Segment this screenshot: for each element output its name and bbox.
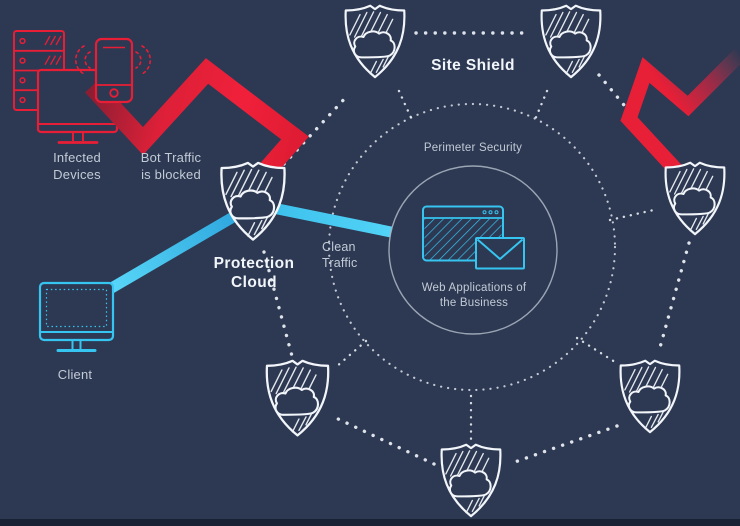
attack-arrow-right: [620, 47, 740, 177]
link-bottomcenter-bottomleft: [334, 416, 436, 466]
bottom-edge-bar: [0, 519, 740, 526]
perimeter-security-label: Perimeter Security: [423, 142, 523, 154]
bot-traffic-label: Bot Traffic is blocked: [141, 149, 201, 183]
link-right-bottomright: [657, 241, 691, 353]
web-applications-line1: Web Applications of: [421, 282, 527, 294]
radial-right: [608, 207, 660, 222]
protection-cloud-line2: Cloud: [231, 274, 277, 291]
envelope-icon: [475, 237, 525, 270]
radial-bottomleft: [334, 339, 368, 369]
link-protection-topleft: [282, 93, 350, 166]
clean-traffic-line1: Clean: [322, 240, 356, 254]
link-topright-right: [597, 73, 670, 160]
client-monitor-icon: [38, 281, 115, 352]
server-vent-lines: [44, 35, 62, 66]
shield-bottom-left: [265, 359, 330, 437]
bot-traffic-arrow: [85, 58, 309, 178]
bot-traffic-line2: is blocked: [141, 167, 201, 182]
perimeter-dotted-circle: [327, 102, 617, 392]
inner-circle: [388, 165, 558, 335]
infected-devices-line1: Infected: [53, 150, 101, 165]
protection-cloud-line1: Protection: [213, 255, 295, 272]
bot-traffic-line1: Bot Traffic: [140, 150, 202, 165]
shield-top-left: [344, 4, 406, 79]
protection-cloud-label: Protection Cloud: [214, 254, 295, 292]
shield-top-right: [540, 4, 602, 79]
radial-topright: [532, 89, 549, 124]
site-shield-title: Site Shield: [431, 57, 515, 74]
clean-traffic-band-client: [100, 208, 243, 298]
radial-topleft: [397, 89, 415, 124]
web-applications-label: Web Applications of the Business: [422, 281, 527, 311]
shield-bottom-center: [440, 443, 502, 518]
smartphone-icon: [94, 37, 134, 104]
web-applications-line2: the Business: [439, 297, 509, 309]
radial-bottomright: [575, 336, 617, 364]
shield-bottom-right: [619, 359, 681, 434]
clean-traffic-label: Clean Traffic: [322, 240, 357, 271]
link-bottomleft-protection: [262, 250, 294, 358]
radial-dotted-links: [334, 89, 660, 442]
shield-ring-dotted-links: [262, 31, 691, 466]
client-label: Client: [57, 367, 93, 382]
clean-traffic-line2: Traffic: [322, 255, 358, 270]
link-bottomright-bottomcenter: [510, 424, 619, 465]
infected-devices-line2: Devices: [53, 167, 101, 182]
shield-protection-cloud: [220, 161, 286, 241]
shield-right: [664, 161, 726, 236]
clean-traffic-band-center: [266, 201, 393, 238]
infected-devices-label: Infected Devices: [53, 149, 101, 183]
signal-waves-icon: [75, 45, 151, 75]
